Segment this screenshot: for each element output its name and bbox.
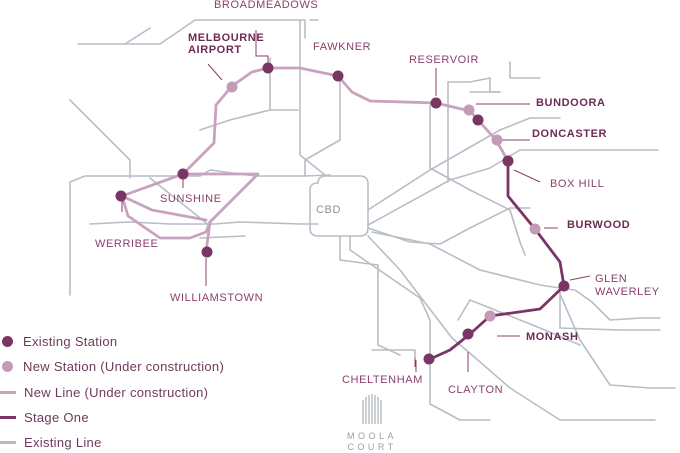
new-line-swatch-icon	[0, 390, 16, 394]
label-leaders	[121, 30, 591, 372]
legend-label: Existing Station	[23, 333, 118, 349]
label-fawkner: FAWKNER	[313, 41, 371, 53]
new-station-swatch-icon	[2, 360, 13, 372]
legend-existing-line: Existing Line	[0, 433, 102, 451]
logo-mark-icon	[362, 394, 382, 424]
legend-label: Existing Line	[24, 434, 102, 450]
station-glen-waverley	[558, 280, 570, 292]
new-line	[120, 66, 510, 254]
label-broadmeadows: BROADMEADOWS	[214, 0, 318, 11]
moola-court-logo: MOOLA COURT	[332, 394, 412, 453]
label-williamstown: WILLIAMSTOWN	[170, 292, 263, 304]
station-reservoir	[430, 97, 442, 109]
legend-label: New Line (Under construction)	[24, 384, 209, 400]
label-burwood: BURWOOD	[567, 219, 630, 231]
stage-one-swatch-icon	[0, 415, 16, 419]
station-burwood	[529, 223, 541, 235]
existing-line-swatch-icon	[0, 440, 16, 444]
station-doncaster	[491, 134, 503, 146]
station-sunshine	[177, 168, 189, 180]
station-werribee	[115, 190, 127, 202]
label-reservoir: RESERVOIR	[409, 54, 479, 66]
station-bundoora	[463, 104, 475, 116]
label-clayton: CLAYTON	[448, 384, 503, 396]
existing-lines	[69, 19, 676, 421]
station-cheltenham	[423, 353, 435, 365]
station-monash	[484, 310, 496, 322]
logo-text-line1: MOOLA	[346, 431, 397, 441]
station-melbourne-airport	[226, 81, 238, 93]
station-broadmeadows	[262, 62, 274, 74]
station-unlabelled-north	[472, 114, 484, 126]
label-glen-waverley-1: GLEN	[595, 273, 627, 285]
label-box-hill: BOX HILL	[550, 178, 604, 190]
label-cbd: CBD	[316, 204, 341, 216]
legend-existing-station: Existing Station	[0, 332, 117, 350]
legend-new-line: New Line (Under construction)	[0, 383, 208, 401]
legend-label: Stage One	[24, 409, 89, 425]
label-sunshine: SUNSHINE	[160, 193, 222, 205]
legend-new-station: New Station (Under construction)	[0, 357, 224, 375]
label-doncaster: DONCASTER	[532, 128, 607, 140]
label-cheltenham: CHELTENHAM	[342, 374, 423, 386]
station-fawkner	[332, 70, 344, 82]
label-melbourne-airport-2: AIRPORT	[188, 44, 242, 56]
station-clayton	[462, 328, 474, 340]
station-williamstown	[201, 246, 213, 258]
new-stations	[226, 81, 541, 322]
logo-text-line2: COURT	[347, 442, 397, 452]
station-labels: BROADMEADOWS MELBOURNE AIRPORT FAWKNER R…	[95, 0, 660, 396]
label-bundoora: BUNDOORA	[536, 97, 606, 109]
label-melbourne-airport-1: MELBOURNE	[188, 32, 264, 44]
legend-label: New Station (Under construction)	[23, 358, 225, 374]
label-glen-waverley-2: WAVERLEY	[595, 286, 660, 298]
existing-station-swatch-icon	[2, 335, 13, 347]
label-monash: MONASH	[526, 331, 579, 343]
stage-one-line	[426, 159, 566, 362]
label-werribee: WERRIBEE	[95, 238, 158, 250]
legend-stage-one: Stage One	[0, 408, 89, 426]
existing-stations	[115, 62, 570, 365]
station-box-hill	[502, 155, 514, 167]
